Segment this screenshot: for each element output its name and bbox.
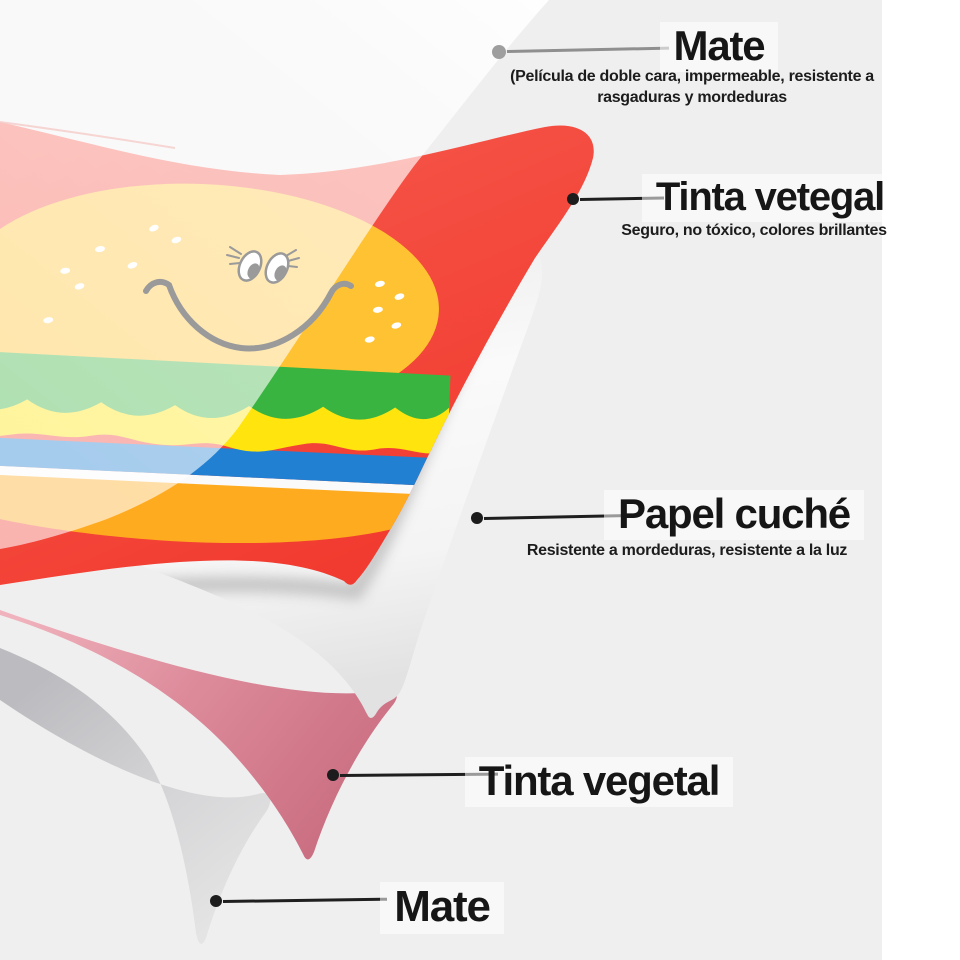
matte-bottom-sheet-shape [0,648,271,944]
callout-title-mate-top: Mate [569,22,869,73]
callout-dot-mate-top [492,45,506,59]
ink-pink-sheet-shape [0,610,397,860]
smile-mouth [143,278,354,352]
callout-title-papel-cuche: Papel cuché [584,490,884,541]
callout-desc-mate-top: (Película de doble cara, impermeable, re… [492,66,892,108]
callout-dot-papel-cuche [471,512,483,524]
left-eye [226,246,263,282]
callout-title-tinta-vetegal: Tinta vetegal [620,174,920,222]
desc-line: (Película de doble cara, impermeable, re… [510,68,874,85]
callout-title-tinta-vegetal: Tinta vegetal [449,757,749,808]
desc-line: Resistente a mordeduras, resistente a la… [526,542,848,559]
callout-title-text: Tinta vetegal [641,174,899,222]
callout-title-text: Papel cuché [604,490,864,541]
right-eye [264,249,300,284]
callout-dot-tinta-vetegal [567,193,579,205]
callout-dot-mate-bottom [210,895,222,907]
callout-title-text: Tinta vegetal [464,757,734,808]
callout-title-text: Mate [659,22,779,73]
desc-line: Seguro, no tóxico, colores brillantes [621,222,887,239]
callout-desc-tinta-vetegal: Seguro, no tóxico, colores brillantes [554,220,954,241]
callout-dot-tinta-vegetal [327,769,339,781]
smiley-face [143,246,354,352]
callout-title-text: Mate [380,882,504,935]
desc-line: rasgaduras y mordeduras [597,89,787,106]
callout-desc-papel-cuche: Resistente a mordeduras, resistente a la… [487,540,887,561]
callout-title-mate-bottom: Mate [292,882,592,935]
